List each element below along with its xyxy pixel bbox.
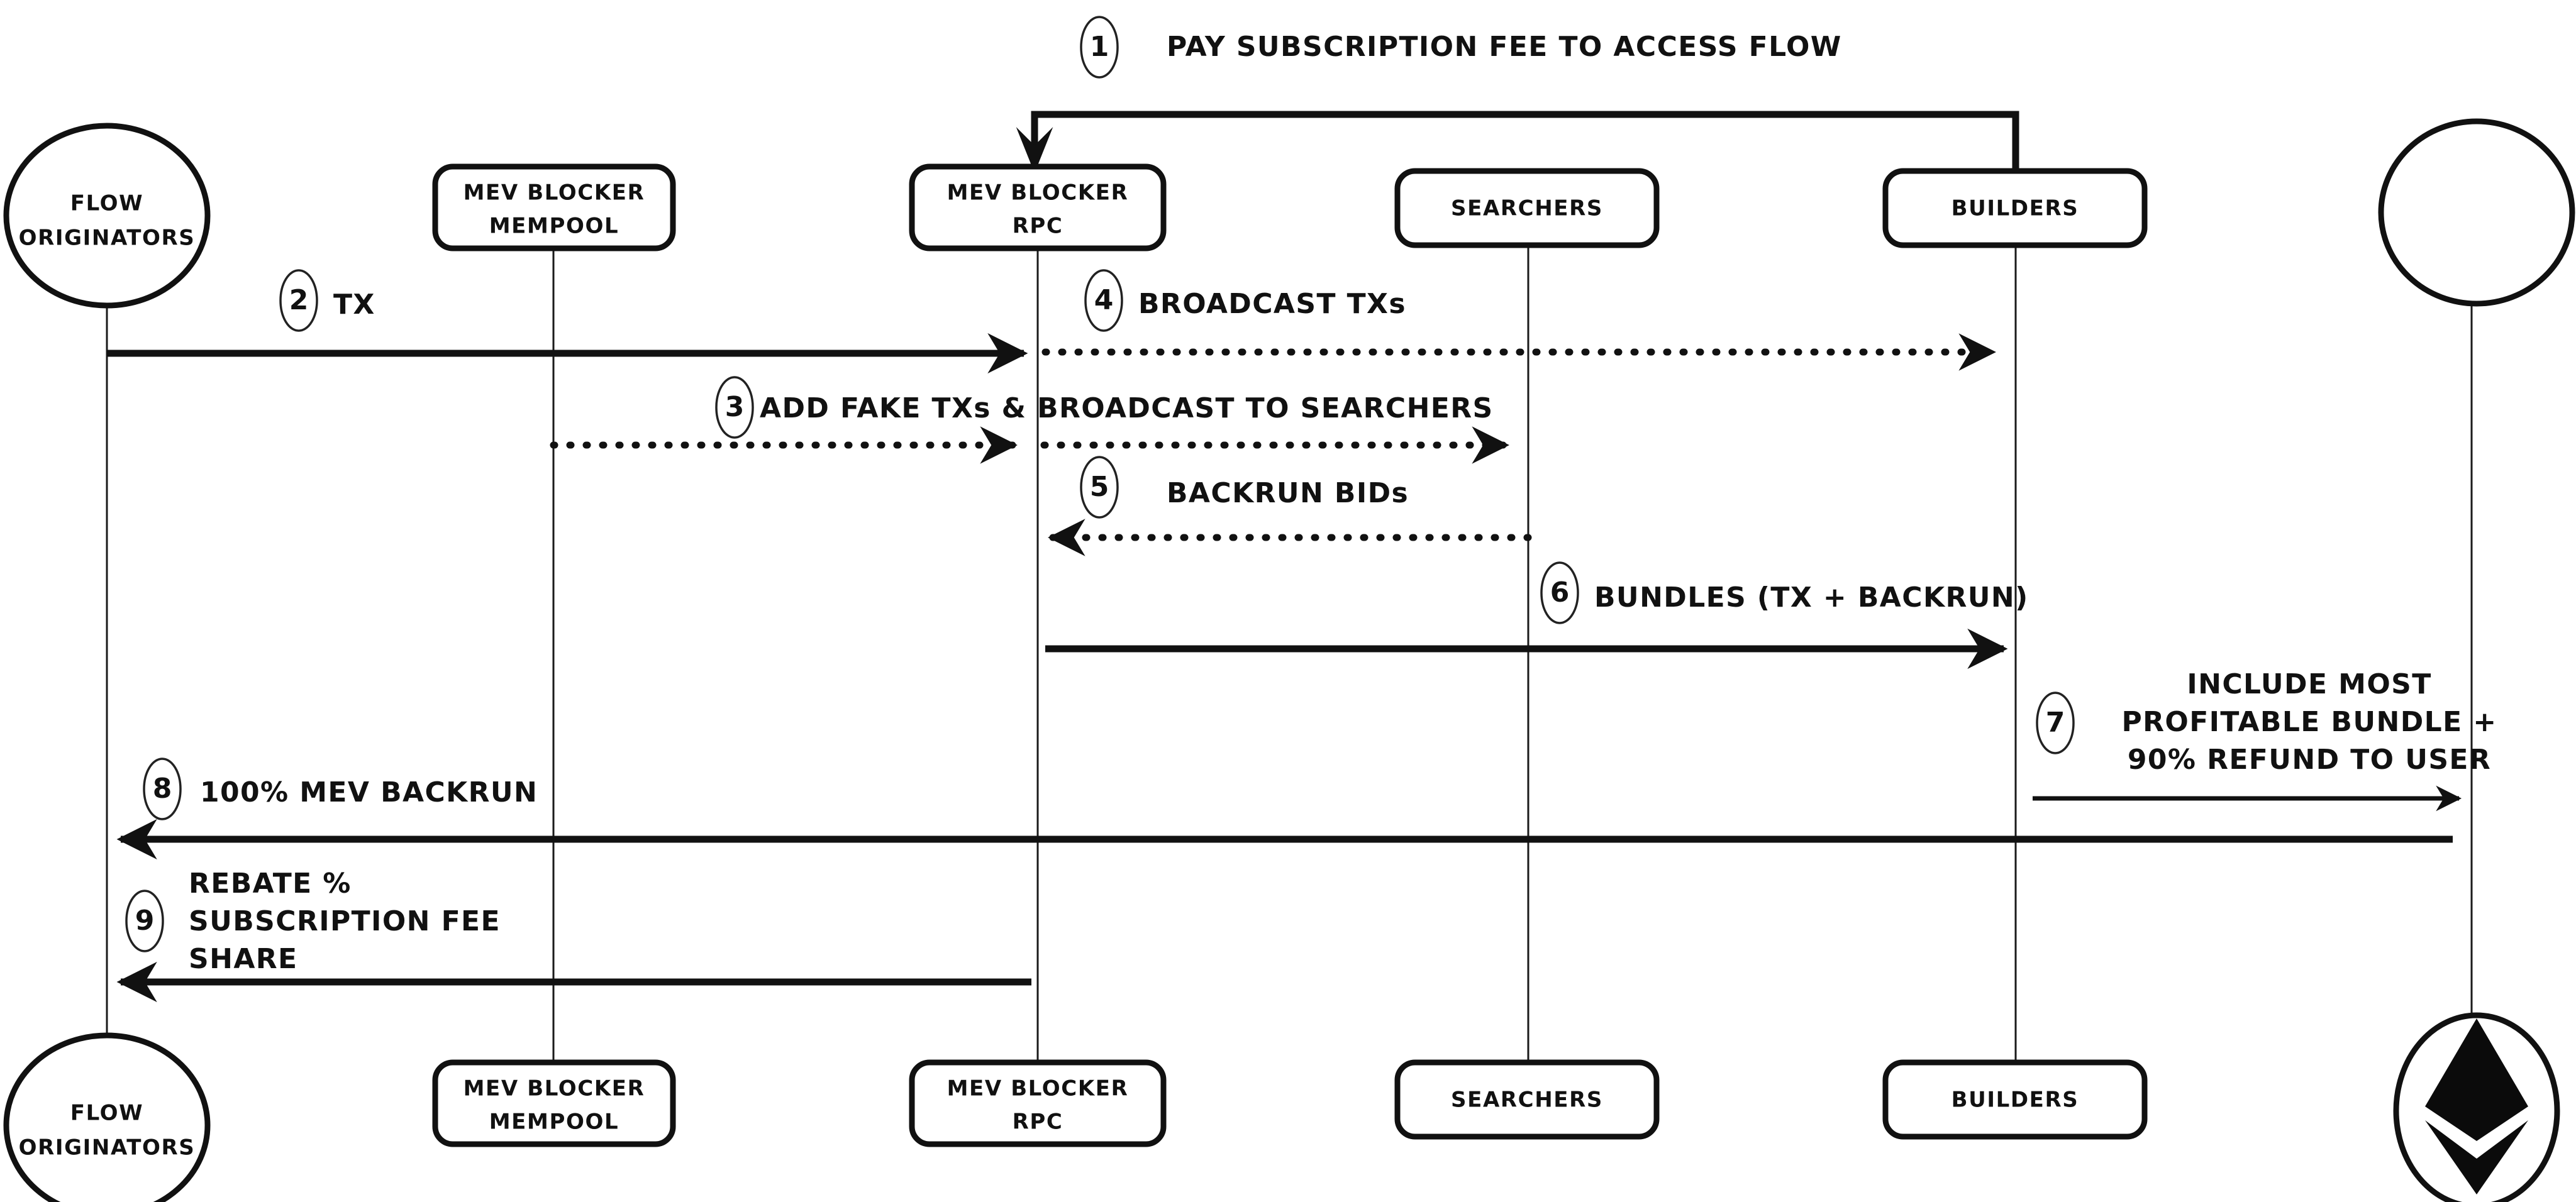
builders-label-bottom: BUILDERS [1951, 1088, 2079, 1113]
participant-mev-blocker-mempool-bottom[interactable]: MEV BLOCKER MEMPOOL [432, 1059, 676, 1147]
ethereum-circle-top[interactable] [2378, 118, 2575, 307]
step-number-2: 2 [289, 284, 309, 316]
searchers-label-top: SEARCHERS [1451, 196, 1603, 221]
participant-mev-blocker-rpc-bottom[interactable]: MEV BLOCKER RPC [909, 1059, 1167, 1147]
step-number-1: 1 [1090, 31, 1109, 63]
message-5-label: BACKRUN BIDs [1167, 477, 1409, 509]
mev-blocker-mempool-label-line2-top: MEMPOOL [489, 214, 619, 239]
message-2: 2 TX [107, 269, 1028, 374]
mev-blocker-mempool-label-line1-bottom: MEV BLOCKER [464, 1076, 645, 1101]
step-number-6: 6 [1550, 576, 1570, 609]
ethereum-logo-bottom [2425, 1018, 2528, 1194]
builders-box-top[interactable] [1882, 168, 2148, 248]
flow-originators-label-line1-top: FLOW [70, 191, 144, 216]
step-badge-5 [1080, 456, 1119, 519]
step-number-7: 7 [2046, 707, 2065, 739]
message-4-label: BROADCAST TXs [1138, 288, 1406, 320]
participant-ethereum-top[interactable] [2378, 118, 2575, 307]
flow-originators-label-line2-top: ORIGINATORS [19, 226, 196, 251]
message-6: 6 BUNDLES (TX + BACKRUN) [1045, 561, 2029, 670]
participant-searchers-bottom[interactable]: SEARCHERS [1394, 1059, 1660, 1140]
message-5: 5 BACKRUN BIDs [1048, 456, 1532, 556]
step-badge-7 [2036, 692, 2075, 754]
mev-blocker-rpc-label-line1-top: MEV BLOCKER [947, 180, 1129, 206]
participant-flow-originators-top[interactable]: FLOW ORIGINATORS [3, 123, 211, 309]
message-1: 1 PAY SUBSCRIPTION FEE TO ACCESS FLOW [1016, 16, 2019, 174]
mev-blocker-mempool-box-bottom[interactable] [432, 1059, 676, 1147]
step-badge-1 [1080, 16, 1119, 79]
participant-ethereum-bottom[interactable] [2393, 1012, 2560, 1202]
flow-originators-ellipse-bottom[interactable] [3, 1032, 211, 1202]
participant-flow-originators-bottom[interactable]: FLOW ORIGINATORS [3, 1032, 211, 1202]
message-7: 7 INCLUDE MOST PROFITABLE BUNDLE + 90% R… [2033, 668, 2497, 812]
message-7-label-line2: PROFITABLE BUNDLE + [2121, 706, 2497, 738]
message-9-label-line3: SHARE [189, 943, 298, 975]
searchers-box-bottom[interactable] [1394, 1059, 1660, 1140]
mev-blocker-rpc-box-top[interactable] [909, 163, 1167, 251]
message-3: 3 ADD FAKE TXs & BROADCAST TO SEARCHERS [550, 376, 1509, 464]
participant-builders-top[interactable]: BUILDERS [1882, 168, 2148, 248]
mev-blocker-mempool-label-line2-bottom: MEMPOOL [489, 1110, 619, 1135]
builders-label-top: BUILDERS [1951, 196, 2079, 221]
step-badge-2 [279, 269, 318, 332]
step-number-9: 9 [135, 905, 155, 937]
message-4: 4 BROADCAST TXs [1041, 269, 1996, 371]
flow-originators-label-line1-bottom: FLOW [70, 1101, 144, 1126]
participant-searchers-top[interactable]: SEARCHERS [1394, 168, 1660, 248]
message-7-label-line3: 90% REFUND TO USER [2128, 744, 2491, 776]
searchers-label-bottom: SEARCHERS [1451, 1088, 1603, 1113]
message-9-label-line1: REBATE % [189, 868, 352, 900]
step-badge-3 [715, 376, 754, 439]
step-badge-8 [143, 758, 182, 820]
message-7-label-line1: INCLUDE MOST [2187, 668, 2431, 700]
participant-mev-blocker-mempool-top[interactable]: MEV BLOCKER MEMPOOL [432, 163, 676, 251]
participant-builders-bottom[interactable]: BUILDERS [1882, 1059, 2148, 1140]
step-badge-4 [1084, 269, 1123, 332]
step-badge-6 [1540, 561, 1579, 624]
mev-blocker-rpc-label-line2-bottom: RPC [1013, 1110, 1063, 1135]
searchers-box-top[interactable] [1394, 168, 1660, 248]
message-1-label: PAY SUBSCRIPTION FEE TO ACCESS FLOW [1167, 31, 1842, 63]
message-6-label: BUNDLES (TX + BACKRUN) [1594, 582, 2029, 614]
message-8: 8 100% MEV BACKRUN [116, 758, 2453, 860]
message-2-label: TX [333, 289, 375, 321]
step-number-8: 8 [153, 773, 172, 805]
mev-blocker-rpc-box-bottom[interactable] [909, 1059, 1167, 1147]
message-3-label: ADD FAKE TXs & BROADCAST TO SEARCHERS [760, 392, 1494, 424]
message-9-label-line2: SUBSCRIPTION FEE [189, 905, 501, 937]
message-8-label: 100% MEV BACKRUN [200, 776, 538, 808]
message-9: 9 REBATE % SUBSCRIPTION FEE SHARE [116, 868, 1031, 1003]
step-number-5: 5 [1090, 471, 1109, 503]
message-1-arrow [1016, 111, 2019, 174]
mev-blocker-mempool-box-top[interactable] [432, 163, 676, 251]
mev-blocker-rpc-label-line1-bottom: MEV BLOCKER [947, 1076, 1129, 1101]
step-badge-9 [125, 890, 164, 952]
builders-box-bottom[interactable] [1882, 1059, 2148, 1140]
step-number-3: 3 [725, 391, 745, 423]
step-number-4: 4 [1094, 284, 1114, 316]
mev-blocker-mempool-label-line1-top: MEV BLOCKER [464, 180, 645, 206]
flow-originators-label-line2-bottom: ORIGINATORS [19, 1135, 196, 1161]
flow-originators-ellipse-top[interactable] [3, 123, 211, 309]
participant-mev-blocker-rpc-top[interactable]: MEV BLOCKER RPC [909, 163, 1167, 251]
mev-blocker-rpc-label-line2-top: RPC [1013, 214, 1063, 239]
